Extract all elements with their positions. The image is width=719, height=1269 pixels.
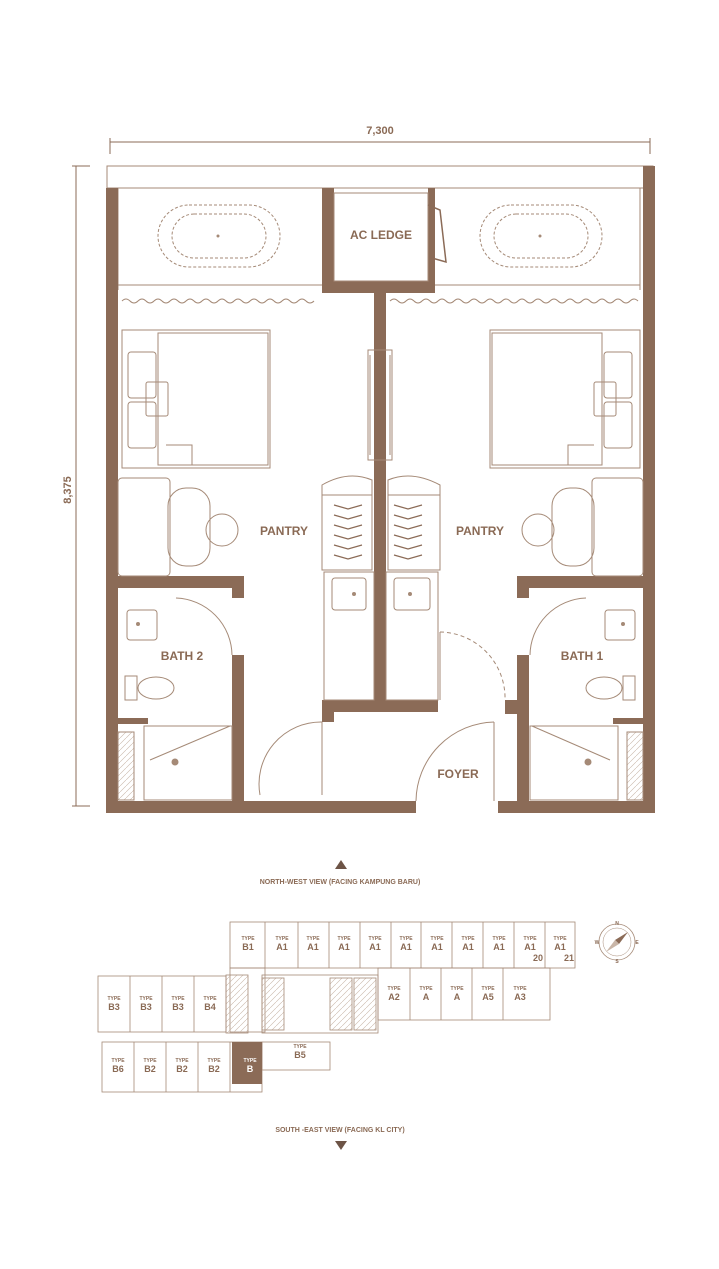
bed-right <box>489 329 641 469</box>
room-label-pantry-right: PANTRY <box>456 524 504 538</box>
unit-bottom-2: B2 <box>176 1064 188 1074</box>
unit-top-4: A1 <box>369 942 381 952</box>
south-east-view-label: SOUTH -EAST VIEW (FACING KL CITY) <box>275 1127 404 1134</box>
unit-bottom-1-type-prefix: TYPE <box>143 1058 157 1064</box>
unit-top-5-type-prefix: TYPE <box>399 936 413 942</box>
unit-mid-right-2-type-prefix: TYPE <box>450 986 464 992</box>
wardrobe <box>367 349 393 461</box>
unit-bottom-1: B2 <box>144 1064 156 1074</box>
compass-icon: N S E W <box>595 921 640 965</box>
unit-mid-right-3: A5 <box>482 992 494 1002</box>
height-dimension <box>72 165 90 807</box>
unit-mid-left-1: B3 <box>140 1002 152 1012</box>
unit-top-8-type-prefix: TYPE <box>492 936 506 942</box>
bath-1-fixtures <box>529 597 644 801</box>
unit-mid-right-1: A <box>423 992 430 1002</box>
unit-top-4-type-prefix: TYPE <box>368 936 382 942</box>
width-label: 7,300 <box>366 125 394 137</box>
unit-bottom-3: B2 <box>208 1064 220 1074</box>
unit-top-10: A1 <box>554 942 566 952</box>
keyplan-labels: TYPEB1TYPEA1TYPEA1TYPEA1TYPEA1TYPEA1TYPE… <box>107 936 567 1074</box>
unit-mid-right-1-type-prefix: TYPE <box>419 986 433 992</box>
unit-mid-left-3-type-prefix: TYPE <box>203 996 217 1002</box>
north-arrow-icon <box>335 860 347 869</box>
unit-bottom-3-type-prefix: TYPE <box>207 1058 221 1064</box>
unit-bottom-0-type-prefix: TYPE <box>111 1058 125 1064</box>
desk-right <box>521 477 644 577</box>
walls <box>106 166 655 813</box>
unit-top-2: A1 <box>307 942 319 952</box>
unit-mid-right-4: A3 <box>514 992 526 1002</box>
unit-mid-left-0: B3 <box>108 1002 120 1012</box>
ac-ledge-door <box>427 204 447 264</box>
unit-mid-right-2: A <box>454 992 461 1002</box>
highlighted-unit[interactable] <box>232 1042 262 1084</box>
unit-top-0-type-prefix: TYPE <box>241 936 255 942</box>
desk-left <box>117 477 239 577</box>
unit-top-1: A1 <box>276 942 288 952</box>
unit-mid-right-4-type-prefix: TYPE <box>513 986 527 992</box>
room-label-bath-1: BATH 1 <box>561 649 604 663</box>
unit-mid-left-3: B4 <box>204 1002 216 1012</box>
pantry-counters <box>323 571 439 701</box>
width-dimension <box>109 138 651 154</box>
unit-number-20: 20 <box>533 953 543 963</box>
unit-number-21: 21 <box>564 953 574 963</box>
compass-s: S <box>615 959 619 965</box>
compass-n: N <box>615 921 619 927</box>
unit-top-8: A1 <box>493 942 505 952</box>
compass-e: E <box>635 940 639 946</box>
unit-top-0: B1 <box>242 942 254 952</box>
room-label-pantry-left: PANTRY <box>260 524 308 538</box>
unit-top-9: A1 <box>524 942 536 952</box>
shelf-hatch <box>333 504 423 560</box>
room-label-foyer: FOYER <box>437 767 479 781</box>
height-label: 8,375 <box>62 476 74 504</box>
unit-mid-right-0: A2 <box>388 992 400 1002</box>
bath-2-fixtures <box>117 597 233 801</box>
south-arrow-icon <box>335 1141 347 1150</box>
keyplan-building <box>97 921 576 1093</box>
unit-top-7: A1 <box>462 942 474 952</box>
unit-b5: B5 <box>294 1050 306 1060</box>
pantry-shelves <box>321 475 441 571</box>
compass-w: W <box>595 940 600 946</box>
unit-top-6: A1 <box>431 942 443 952</box>
unit-top-5: A1 <box>400 942 412 952</box>
unit-mid-left-1-type-prefix: TYPE <box>139 996 153 1002</box>
unit-top-3: A1 <box>338 942 350 952</box>
room-label-ac-ledge: AC LEDGE <box>350 228 412 242</box>
unit-mid-left-0-type-prefix: TYPE <box>107 996 121 1002</box>
unit-top-7-type-prefix: TYPE <box>461 936 475 942</box>
unit-mid-right-0-type-prefix: TYPE <box>387 986 401 992</box>
unit-b5-type-prefix: TYPE <box>293 1044 307 1050</box>
unit-mid-right-3-type-prefix: TYPE <box>481 986 495 992</box>
bathtub-left <box>157 204 281 268</box>
doors <box>258 631 506 802</box>
unit-top-2-type-prefix: TYPE <box>306 936 320 942</box>
curtain-left <box>121 298 315 304</box>
unit-top-3-type-prefix: TYPE <box>337 936 351 942</box>
unit-top-6-type-prefix: TYPE <box>430 936 444 942</box>
bathtub-right <box>479 204 603 268</box>
ac-ledge-area <box>333 192 429 282</box>
unit-mid-left-2-type-prefix: TYPE <box>171 996 185 1002</box>
unit-mid-left-2: B3 <box>172 1002 184 1012</box>
unit-bottom-2-type-prefix: TYPE <box>175 1058 189 1064</box>
unit-top-9-type-prefix: TYPE <box>523 936 537 942</box>
unit-top-1-type-prefix: TYPE <box>275 936 289 942</box>
unit-bottom-0: B6 <box>112 1064 124 1074</box>
unit-top-10-type-prefix: TYPE <box>553 936 567 942</box>
bed-left <box>121 329 271 469</box>
north-west-view-label: NORTH-WEST VIEW (FACING KAMPUNG BARU) <box>260 879 421 886</box>
unit-bottom-4: B <box>247 1064 254 1074</box>
room-label-bath-2: BATH 2 <box>161 649 204 663</box>
unit-bottom-4-type-prefix: TYPE <box>243 1058 257 1064</box>
curtain-right <box>389 298 639 304</box>
